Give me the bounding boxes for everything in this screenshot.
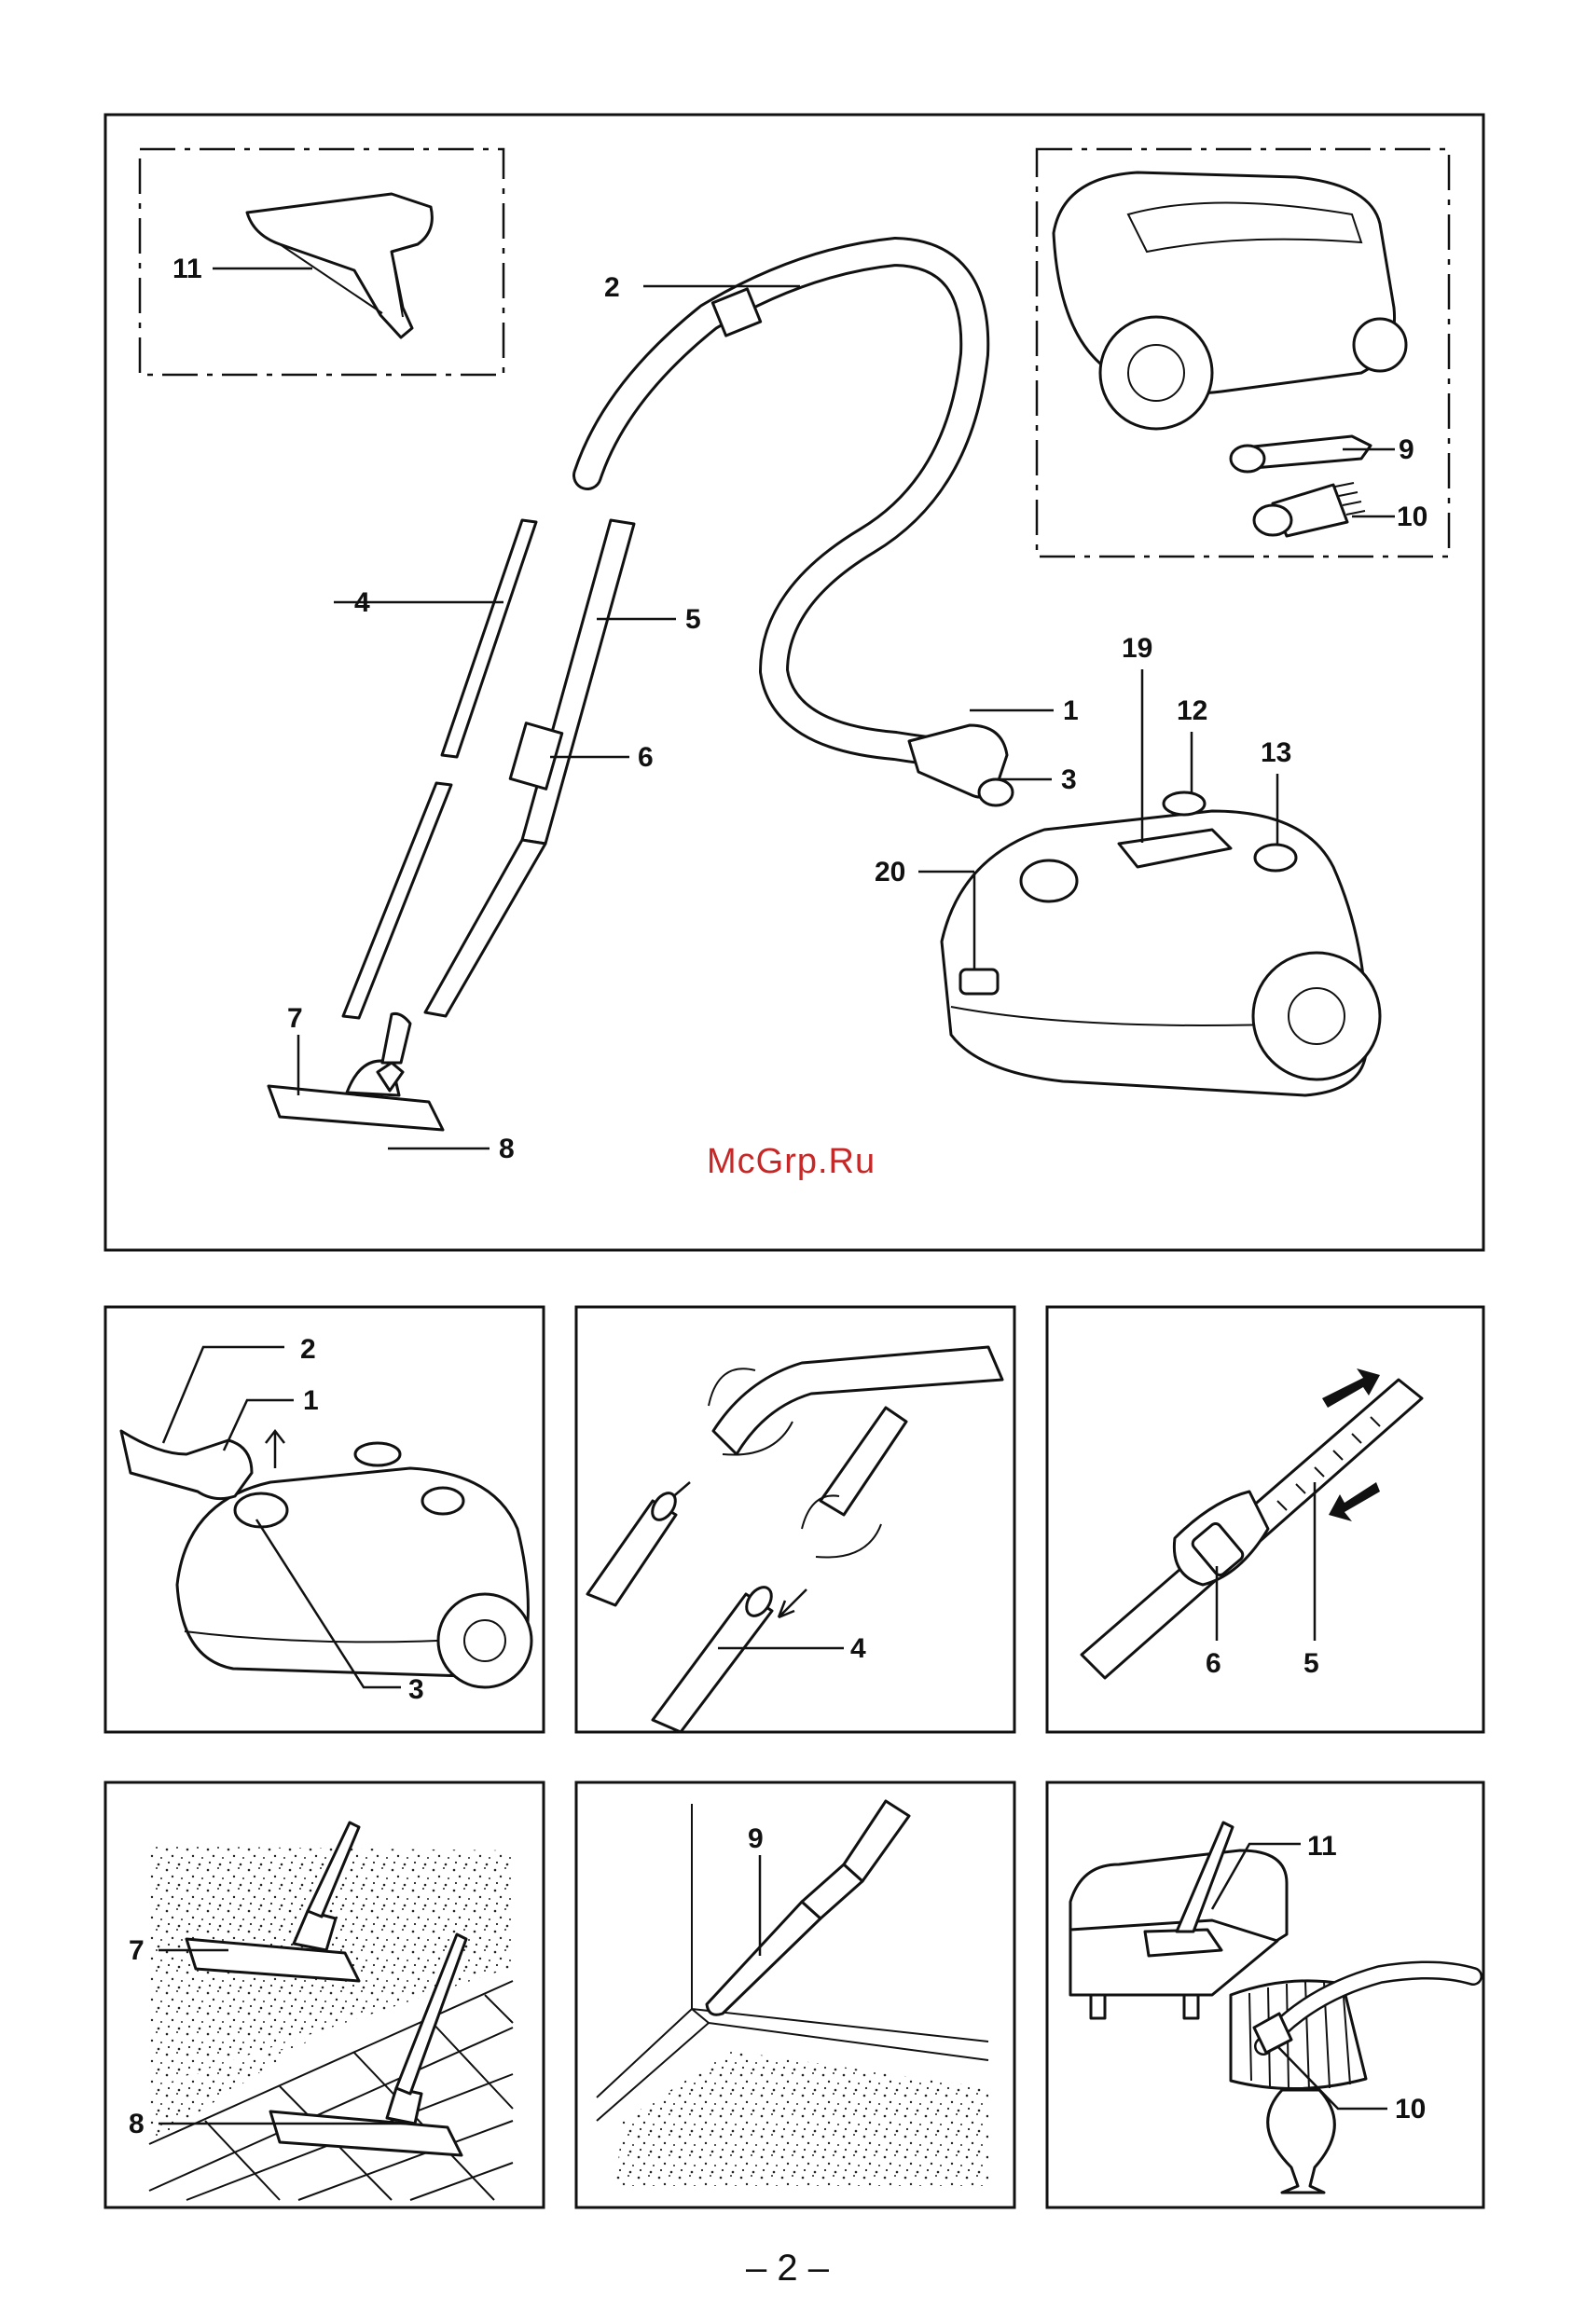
label-6: 6: [638, 742, 654, 773]
label-11: 11: [1307, 1831, 1337, 1862]
label-5: 5: [685, 604, 701, 635]
arrow-up: [266, 1431, 284, 1468]
hose-end: [713, 1347, 1002, 1454]
tube-segment-middle: [821, 1408, 906, 1515]
label-12: 12: [1177, 695, 1207, 726]
tube: [844, 1801, 909, 1881]
step-panel-telescopic-tube: 6 5: [1047, 1307, 1483, 1732]
extension-tubes: 4 5 6: [334, 520, 701, 1018]
leader-2: [163, 1347, 284, 1443]
label-3: 3: [408, 1674, 424, 1705]
vacuum-wheel: [1253, 953, 1380, 1079]
hand-with-hose-end: [121, 1431, 252, 1499]
label-11: 11: [172, 254, 202, 284]
vacuum-wheel: [438, 1594, 531, 1687]
label-10: 10: [1397, 502, 1427, 532]
step-panel-upholstery: 11 10: [1047, 1782, 1483, 2207]
step-panel-connect-tubes: 4: [576, 1307, 1014, 1732]
label-5: 5: [1303, 1648, 1319, 1679]
page-number: – 2 –: [746, 2248, 830, 2289]
label-1: 1: [1063, 695, 1079, 726]
label-7: 7: [129, 1935, 145, 1966]
floor-nozzle: 7 8: [269, 1003, 515, 1164]
inset-stored-tools: 9 10: [1037, 149, 1449, 557]
upholstery-nozzle-shape: [247, 194, 432, 337]
inset-upholstery-nozzle: 11: [140, 149, 503, 375]
vacuum-wheel-left: [1100, 317, 1212, 429]
label-8: 8: [499, 1134, 515, 1164]
hose-inlet: [1021, 860, 1077, 901]
label-9: 9: [1399, 434, 1414, 465]
arrow-retract: [1329, 1482, 1380, 1521]
label-10: 10: [1395, 2094, 1426, 2125]
tube-telescopic: [522, 520, 634, 844]
vacuum-cleaner-body: 19 12 13 20: [875, 633, 1380, 1095]
carpet-texture: [615, 2051, 988, 2186]
crevice-tool: [707, 1902, 821, 2015]
cord-rewind-button: [1164, 792, 1205, 815]
label-6: 6: [1206, 1648, 1221, 1679]
label-4: 4: [354, 587, 370, 618]
step-panel-floor-nozzle: 7 8: [105, 1782, 544, 2207]
watermark: McGrp.Ru: [707, 1142, 876, 1181]
step-panel-connect-hose: 2 1 3: [105, 1307, 544, 1732]
floor-nozzle-on-tiles: [270, 2111, 462, 2155]
label-20: 20: [875, 857, 905, 887]
on-off-switch: [1255, 845, 1296, 871]
label-1: 1: [303, 1385, 319, 1416]
suction-hose: 2 1 3: [587, 252, 1079, 805]
label-2: 2: [604, 272, 620, 303]
upholstery-nozzle: [1145, 1930, 1221, 1956]
main-parts-panel: 11 9 10 2: [105, 115, 1483, 1250]
label-4: 4: [850, 1633, 866, 1664]
handle-grip: [960, 969, 998, 994]
label-13: 13: [1261, 737, 1291, 768]
arrow-down-left: [779, 1589, 807, 1617]
vacuum-wheel-right: [1354, 319, 1406, 371]
step-panel-crevice-tool: 9: [576, 1782, 1014, 2207]
label-8: 8: [129, 2109, 145, 2139]
floor-nozzle-neck: [382, 1013, 410, 1063]
label-9: 9: [748, 1823, 764, 1854]
tube-lower-left: [343, 783, 451, 1018]
label-3: 3: [1061, 764, 1077, 795]
lamp-base: [1268, 2090, 1335, 2193]
label-7: 7: [287, 1003, 303, 1034]
tube-telescopic-lower: [425, 840, 545, 1016]
label-2: 2: [300, 1334, 316, 1365]
tube-upper-left: [442, 520, 536, 757]
label-19: 19: [1122, 633, 1152, 664]
hose-inlet: [235, 1493, 287, 1527]
